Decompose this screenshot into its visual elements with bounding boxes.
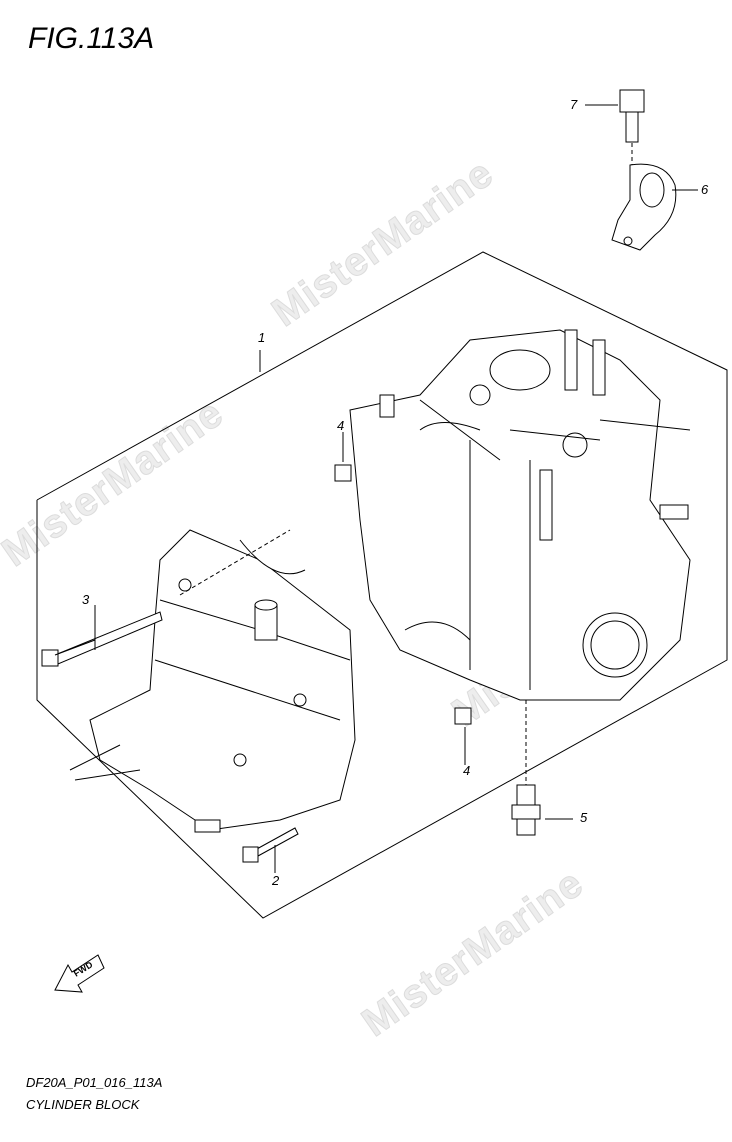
bracket-6-part <box>611 163 677 251</box>
callout-4b[interactable]: 4 <box>463 763 471 778</box>
dowel-pin-part <box>454 707 472 725</box>
callout-3[interactable]: 3 <box>82 592 90 607</box>
cylinder-block-part <box>349 329 691 701</box>
callout-6[interactable]: 6 <box>701 182 709 197</box>
figure-title: FIG.113A <box>28 22 155 55</box>
fwd-arrow-icon: FWD <box>54 954 105 993</box>
callout-2[interactable]: 2 <box>272 873 280 888</box>
callout-5[interactable]: 5 <box>580 810 588 825</box>
callout-1[interactable]: 1 <box>258 330 266 345</box>
callout-7[interactable]: 7 <box>570 97 578 112</box>
bolt-2-part <box>242 827 299 863</box>
fitting-5-part <box>511 784 541 836</box>
bolt-3-part <box>41 611 163 667</box>
cylinder-head-part <box>69 529 356 833</box>
callout-4[interactable]: 4 <box>337 418 345 433</box>
figure-caption: CYLINDER BLOCK <box>26 1097 140 1112</box>
assembly-box-outline <box>36 251 728 919</box>
figure-code: DF20A_P01_016_113A <box>26 1075 163 1090</box>
dowel-pin-part <box>334 464 352 482</box>
bolt-7-part <box>619 89 645 143</box>
